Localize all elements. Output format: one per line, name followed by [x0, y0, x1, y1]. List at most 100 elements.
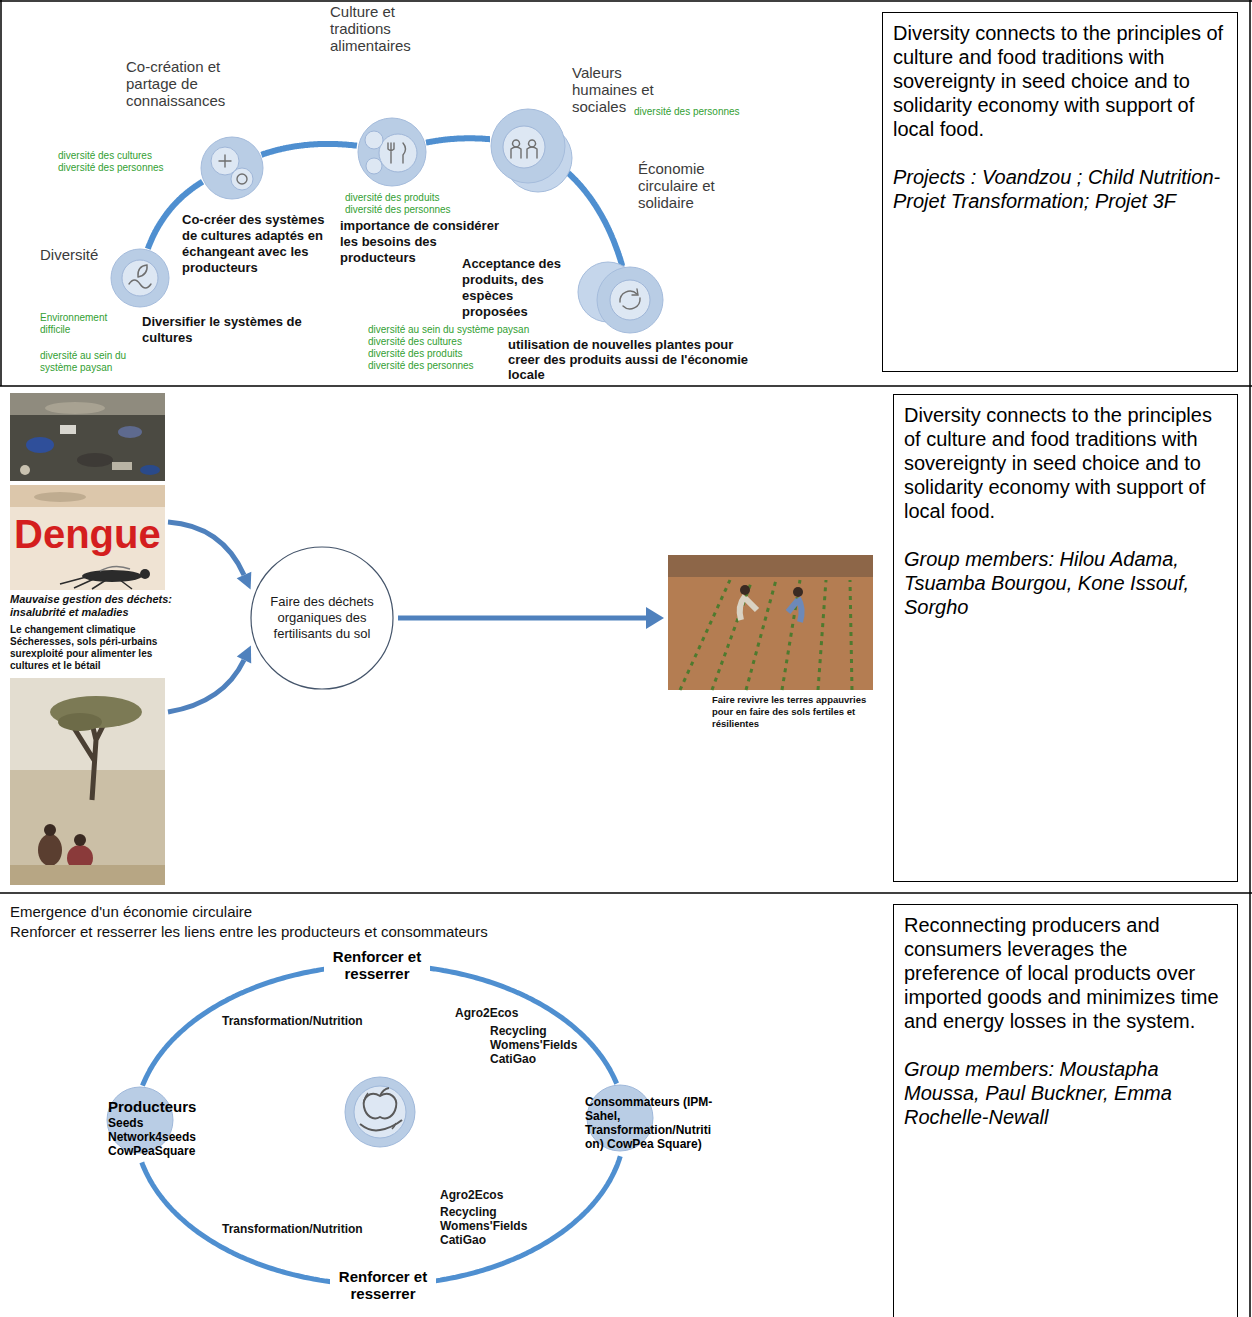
illustration-shape: [10, 485, 165, 590]
text-box: Diversity connects to the principles of …: [882, 12, 1238, 372]
illustration-shape: [20, 465, 30, 475]
project-label: Agro2Ecos: [455, 1006, 518, 1020]
illustration-shape: [237, 646, 251, 664]
diversity-note: diversité au sein du système paysan: [368, 324, 529, 336]
diversity-note: diversité des cultures: [58, 150, 152, 162]
illustration-shape: [231, 168, 253, 190]
illustration-shape: [168, 660, 244, 712]
connector-label: Renforcer et resserrer: [324, 948, 430, 982]
node-heading: Culture et traditions alimentaires: [330, 3, 440, 54]
heading-block: Culture et traditions alimentaires: [330, 3, 440, 54]
heading-block: Économie circulaire et solidaire: [638, 160, 738, 211]
node-circle: [201, 137, 263, 199]
table-rule: [0, 892, 1252, 894]
text-box: Reconnecting producers and consumers lev…: [893, 904, 1238, 1317]
project-label: Recycling Womens'Fields CatiGao: [490, 1024, 582, 1066]
project-label: Agro2Ecos: [440, 1188, 503, 1202]
connector: [261, 144, 357, 155]
illustration-shape: [365, 131, 383, 149]
box-text: Diversity connects to the principles of …: [904, 403, 1227, 523]
node-outline: [200, 136, 264, 200]
connector-label: Renforcer et resserrer: [330, 1268, 436, 1302]
connector: [142, 1156, 621, 1285]
image-caption: Le changement climatique Sécheresses, so…: [10, 624, 182, 672]
illustration-shape: [398, 616, 648, 621]
diversity-note: diversité des personnes: [58, 162, 164, 174]
illustration-shape: [680, 580, 852, 690]
illustration-shape: [610, 280, 650, 320]
illustration-shape: [60, 576, 132, 589]
drought-photo: [10, 678, 165, 885]
action-note: Diversifier le systèmes de cultures: [142, 314, 317, 346]
illustration-shape: [345, 1077, 415, 1147]
diversity-note: diversité des personnes: [345, 204, 451, 216]
diversity-note: diversité des produits: [345, 192, 440, 204]
illustration-shape: [44, 824, 56, 836]
illustration-shape: [379, 134, 417, 172]
image-caption: Faire revivre les terres appauvries pour…: [712, 694, 877, 730]
illustration-shape: [74, 834, 86, 846]
text-box: Diversity connects to the principles of …: [893, 394, 1238, 882]
illustration-shape: [793, 587, 803, 597]
illustration-shape: [503, 126, 545, 168]
node-outline: [357, 117, 427, 187]
action-note: Co-créer des systèmes de cultures adapté…: [182, 212, 330, 276]
node-title: Producteurs: [108, 1098, 208, 1116]
illustration-shape: [38, 834, 62, 866]
illustration-shape: [364, 1094, 397, 1118]
illustration-shape: [10, 678, 165, 770]
illustration-shape: [129, 280, 151, 288]
table-rule: [0, 0, 2, 386]
illustration-shape: [77, 453, 113, 467]
section-heading: Emergence d'un économie circulaire: [10, 903, 252, 921]
illustration-shape: [219, 155, 231, 167]
illustration-shape: [632, 289, 638, 295]
node-heading: Économie circulaire et solidaire: [638, 160, 738, 211]
member-list: Projects : Voandzou ; Child Nutrition-Pr…: [893, 165, 1227, 213]
illustration-shape: [100, 566, 130, 571]
node-list: Seeds Network4seeds CowPeaSquare: [108, 1116, 208, 1158]
cycle-center-icon: [345, 1077, 415, 1147]
illustration-shape: [237, 572, 252, 590]
poster-title: Dengue: [14, 510, 161, 558]
connector: [426, 138, 490, 142]
node-title: Consommateurs (IPM- Sahel, Transformatio…: [585, 1095, 715, 1151]
heading-block: Co-création et partage de connaissances: [126, 58, 256, 109]
node-circle: [597, 267, 663, 333]
illustration-shape: [668, 555, 873, 690]
box-text: Diversity connects to the principles of …: [893, 21, 1227, 141]
node-outline: [490, 108, 566, 184]
project-label: Transformation/Nutrition: [222, 1014, 363, 1028]
garbage-photo: [10, 393, 165, 481]
illustration-shape: [10, 485, 165, 507]
table-rule: [1249, 0, 1251, 1317]
node-circle: [491, 109, 565, 183]
table-rule: [0, 0, 1252, 2]
cycle-node: Consommateurs (IPM- Sahel, Transformatio…: [585, 1095, 715, 1151]
illustration-shape: [60, 425, 76, 434]
illustration-shape: [620, 291, 640, 309]
illustration-shape: [364, 1093, 396, 1129]
diversity-note: diversité des personnes: [368, 360, 474, 372]
illustration-shape: [366, 158, 382, 174]
illustration-shape: [140, 569, 150, 579]
illustration-shape: [740, 585, 750, 595]
illustration-shape: [138, 265, 147, 277]
node-outline: [596, 266, 664, 334]
illustration-shape: [112, 462, 132, 470]
illustration-shape: [122, 260, 158, 296]
illustration-shape: [10, 865, 165, 885]
illustration-shape: [140, 465, 160, 475]
illustration-shape: [10, 678, 165, 885]
diversity-note: diversité des personnes: [634, 106, 740, 118]
illustration-shape: [26, 437, 54, 453]
node-circle: [358, 118, 426, 186]
illustration-shape: [740, 596, 757, 620]
principle-circle: Diversité: [110, 248, 170, 308]
node-circle: [111, 249, 169, 307]
cycle-node: ProducteursSeeds Network4seeds CowPeaSqu…: [108, 1098, 208, 1158]
dengue-poster: [10, 485, 165, 590]
node-circle: [251, 547, 393, 689]
member-list: Group members: Moustapha Moussa, Paul Bu…: [904, 1057, 1227, 1129]
